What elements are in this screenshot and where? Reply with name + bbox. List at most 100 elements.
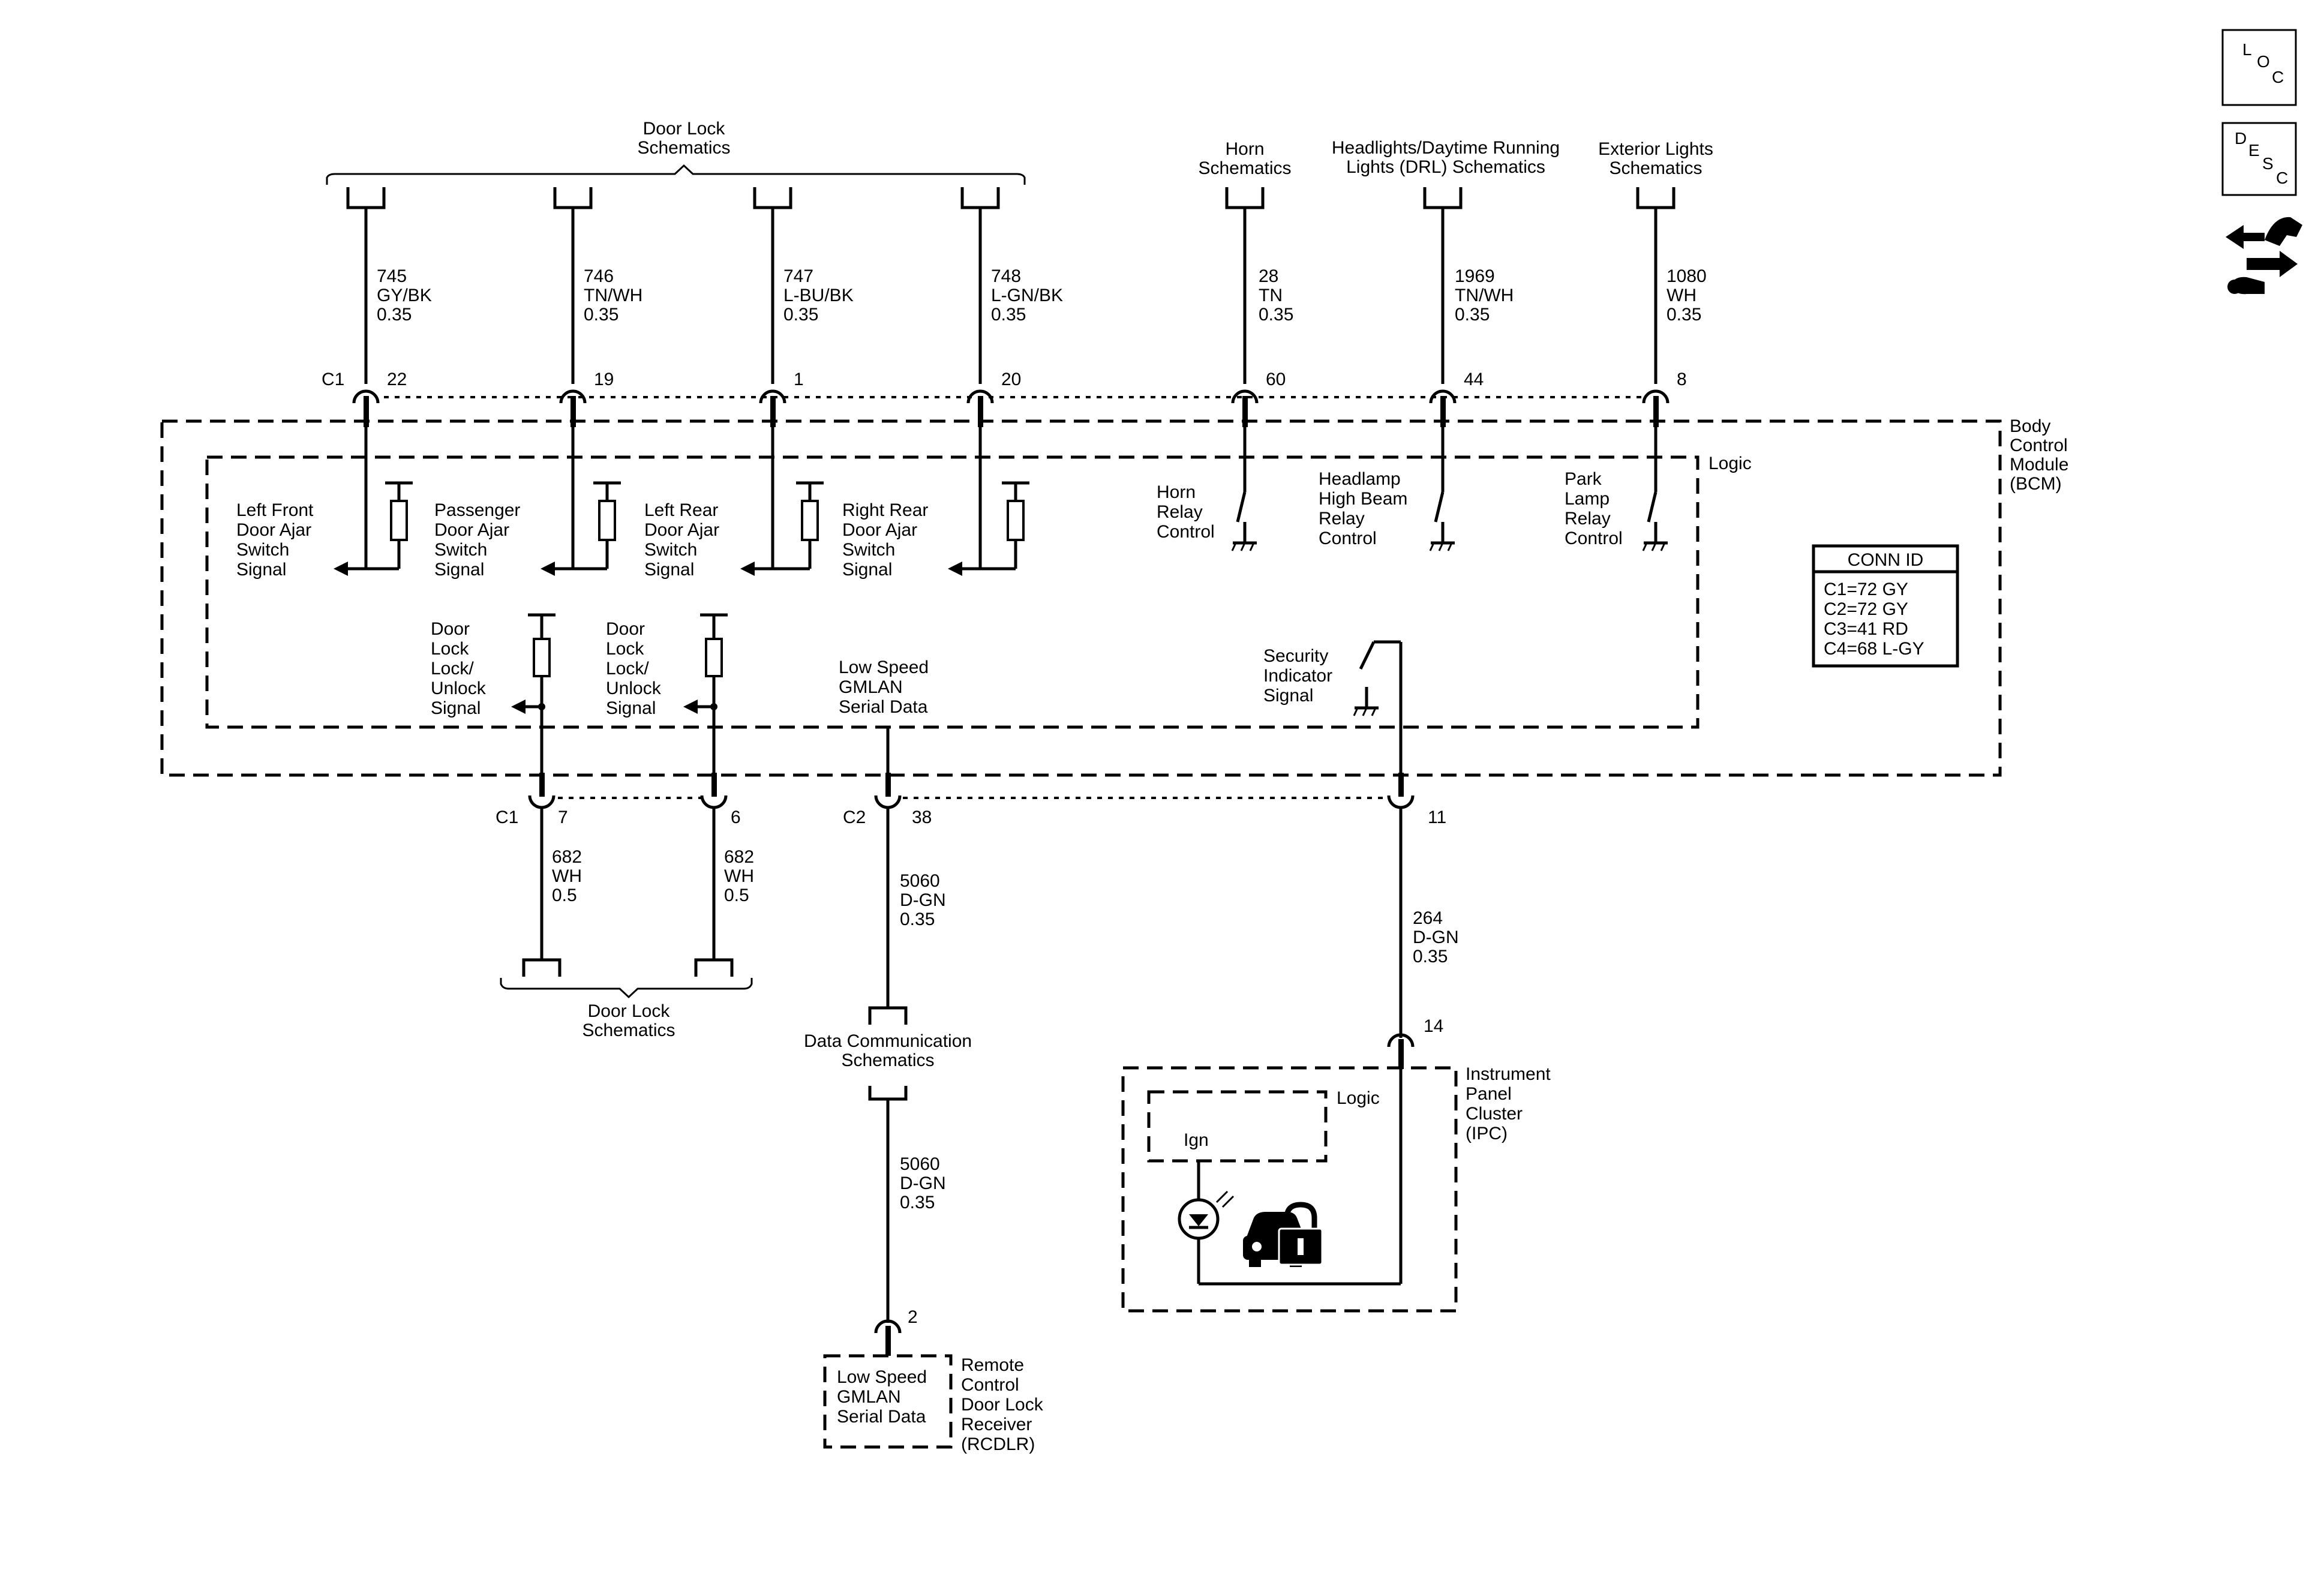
svg-text:Unlock: Unlock <box>606 679 662 698</box>
connector-c2-label: C2 <box>843 807 866 827</box>
wire-1969-color: TN/WH <box>1455 286 1514 305</box>
relay-control-labels: Horn Relay Control Headlamp High Beam Re… <box>1157 469 1623 548</box>
exterior-ref-line1: Exterior Lights <box>1598 139 1713 159</box>
svg-text:Unlock: Unlock <box>431 679 487 698</box>
exterior-ref-line2: Schematics <box>1609 158 1702 178</box>
conn-id-row-2: C2=72 GY <box>1824 599 1908 619</box>
svg-text:(BCM): (BCM) <box>2010 474 2062 494</box>
svg-text:Door Lock: Door Lock <box>961 1395 1044 1415</box>
svg-text:Signal: Signal <box>236 560 286 580</box>
svg-text:L: L <box>2242 40 2252 59</box>
svg-text:Signal: Signal <box>1263 686 1313 706</box>
svg-text:D-GN: D-GN <box>900 1173 946 1193</box>
door-lock-bottom-ref-line2: Schematics <box>582 1020 675 1040</box>
door-lock-signal-circuits <box>511 613 728 786</box>
pin-7: 7 <box>558 807 568 827</box>
svg-text:Signal: Signal <box>644 560 694 580</box>
svg-text:Cluster: Cluster <box>1466 1104 1523 1124</box>
door-lock-top-ref-line1: Door Lock <box>643 119 726 139</box>
pin-1: 1 <box>794 370 804 389</box>
conn-id-row-1: C1=72 GY <box>1824 580 1908 599</box>
svg-text:(IPC): (IPC) <box>1466 1124 1508 1143</box>
svg-text:Door: Door <box>431 619 470 639</box>
svg-text:S: S <box>2262 154 2274 173</box>
svg-text:Passenger: Passenger <box>434 500 520 520</box>
security-wire-to-ipc: 264 D-GN 0.35 14 <box>1387 807 1459 1069</box>
svg-text:Right Rear: Right Rear <box>842 500 928 520</box>
svg-text:Control: Control <box>1157 522 1215 542</box>
svg-text:D-GN: D-GN <box>1413 927 1459 947</box>
data-comm-ref-line2: Schematics <box>841 1050 934 1070</box>
svg-text:GMLAN: GMLAN <box>837 1387 901 1407</box>
svg-text:Park: Park <box>1565 469 1602 489</box>
pin-60: 60 <box>1266 370 1286 389</box>
svg-text:264: 264 <box>1413 908 1443 928</box>
ipc-logic-label: Logic <box>1337 1088 1380 1108</box>
door-lock-signal-labels: Door Lock Lock/ Unlock Signal Door Lock … <box>431 619 662 718</box>
svg-text:5060: 5060 <box>900 871 940 891</box>
relay-control-outputs <box>1231 427 1668 551</box>
horn-ref-line2: Schematics <box>1198 158 1291 178</box>
svg-text:Low Speed: Low Speed <box>839 658 929 677</box>
svg-text:Signal: Signal <box>606 698 656 718</box>
svg-text:GMLAN: GMLAN <box>839 677 903 697</box>
pin-2: 2 <box>908 1307 918 1327</box>
wire-746-color: TN/WH <box>584 286 642 305</box>
wire-748-color: L-GN/BK <box>991 286 1063 305</box>
top-references-right: Horn Schematics Headlights/Daytime Runni… <box>1198 138 1713 209</box>
conn-id-row-4: C4=68 L-GY <box>1824 639 1924 659</box>
pin-11: 11 <box>1428 807 1446 827</box>
svg-text:Door Ajar: Door Ajar <box>644 520 719 540</box>
svg-text:Lock: Lock <box>606 639 644 659</box>
door-lock-bottom-ref-line1: Door Lock <box>588 1001 671 1021</box>
bcm-logic-label: Logic <box>1709 454 1752 473</box>
gmlan-path: 5060 D-GN 0.35 Data Communication Schema… <box>804 807 972 1356</box>
svg-text:Signal: Signal <box>434 560 484 580</box>
pin-22: 22 <box>387 370 407 389</box>
svg-text:Left Rear: Left Rear <box>644 500 718 520</box>
connector-tool-icon[interactable] <box>2226 217 2302 295</box>
svg-text:Instrument: Instrument <box>1466 1064 1551 1084</box>
wire-747-color: L-BU/BK <box>783 286 854 305</box>
pin-14: 14 <box>1424 1016 1443 1036</box>
svg-text:Body: Body <box>2010 416 2050 436</box>
svg-text:0.35: 0.35 <box>1413 947 1448 966</box>
svg-text:Lock/: Lock/ <box>431 659 474 679</box>
svg-text:Control: Control <box>961 1375 1019 1395</box>
svg-text:Switch: Switch <box>842 540 895 560</box>
desc-icon[interactable]: D E S C <box>2221 122 2297 196</box>
svg-text:WH: WH <box>552 866 582 886</box>
svg-text:High Beam: High Beam <box>1319 489 1407 509</box>
wire-746-size: 0.35 <box>584 305 618 325</box>
wire-1080-color: WH <box>1667 286 1697 305</box>
wire-28-size: 0.35 <box>1259 305 1293 325</box>
ipc-ign-label: Ign <box>1184 1130 1209 1150</box>
svg-text:Control: Control <box>1319 529 1377 548</box>
door-ajar-inputs <box>334 427 1029 576</box>
svg-text:Control: Control <box>2010 436 2068 455</box>
security-indicator: Security Indicator Signal <box>1263 640 1403 786</box>
data-comm-ref-line1: Data Communication <box>804 1031 972 1051</box>
bcm-outer-box <box>160 419 2002 777</box>
gmlan-bcm: Low Speed GMLAN Serial Data <box>839 658 929 786</box>
wire-1080-size: 0.35 <box>1667 305 1701 325</box>
wire-1969-circuit: 1969 <box>1455 266 1495 286</box>
svg-text:Relay: Relay <box>1319 509 1365 529</box>
svg-text:Lock/: Lock/ <box>606 659 649 679</box>
wire-28-color: TN <box>1259 286 1283 305</box>
svg-text:0.35: 0.35 <box>900 1193 935 1212</box>
svg-text:682: 682 <box>724 847 754 867</box>
svg-text:Lamp: Lamp <box>1565 489 1610 509</box>
svg-text:Headlamp: Headlamp <box>1319 469 1401 489</box>
svg-text:Low Speed: Low Speed <box>837 1367 927 1387</box>
svg-text:Relay: Relay <box>1157 502 1203 522</box>
svg-text:Horn: Horn <box>1157 482 1196 502</box>
door-ajar-labels: Left Front Door Ajar Switch Signal Passe… <box>236 500 928 580</box>
svg-text:Left Front: Left Front <box>236 500 314 520</box>
loc-icon[interactable]: L O C <box>2221 29 2297 106</box>
door-lock-output-wires: Door Lock Schematics 682 WH 0.5 682 WH 0… <box>500 807 754 1040</box>
svg-text:Door: Door <box>606 619 645 639</box>
svg-text:WH: WH <box>724 866 754 886</box>
svg-text:Panel: Panel <box>1466 1084 1512 1104</box>
